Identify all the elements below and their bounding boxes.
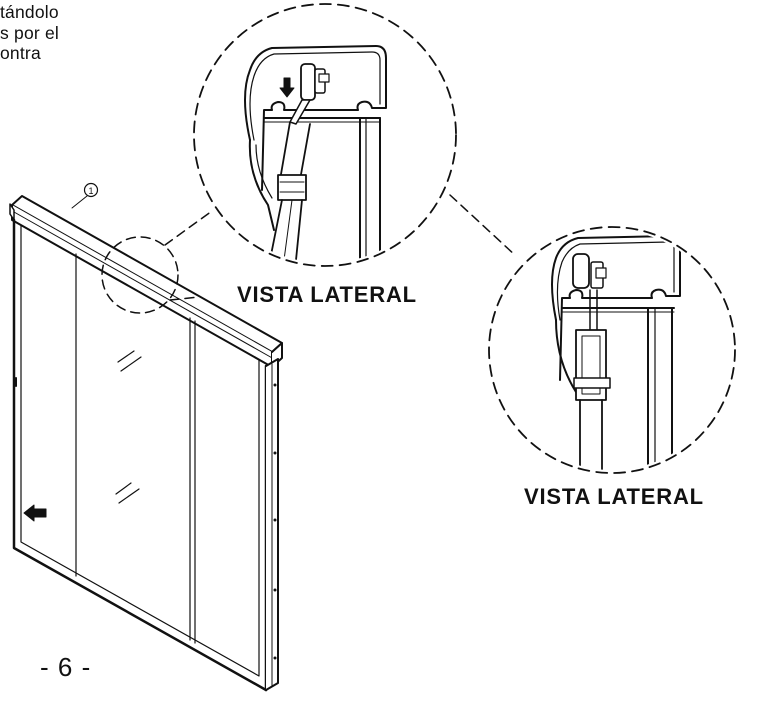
detail-view-bottom [488, 226, 736, 474]
instruction-line: ontra [0, 43, 41, 63]
door-panel-drawing [9, 182, 283, 692]
instruction-line: tándolo [0, 2, 59, 22]
callout-1-icon [83, 182, 99, 198]
instruction-text-fragment: tándolo s por el ontra [0, 2, 115, 64]
caption-top-view: VISTA LATERAL [237, 282, 417, 307]
instruction-line: s por el [0, 22, 59, 43]
page-number: - 6 - [40, 652, 92, 682]
detail-marker-circle [101, 236, 179, 314]
detail-view-top [193, 3, 457, 267]
callout-number: 1 [88, 186, 93, 196]
caption-bottom-view: VISTA LATERAL [524, 484, 704, 509]
